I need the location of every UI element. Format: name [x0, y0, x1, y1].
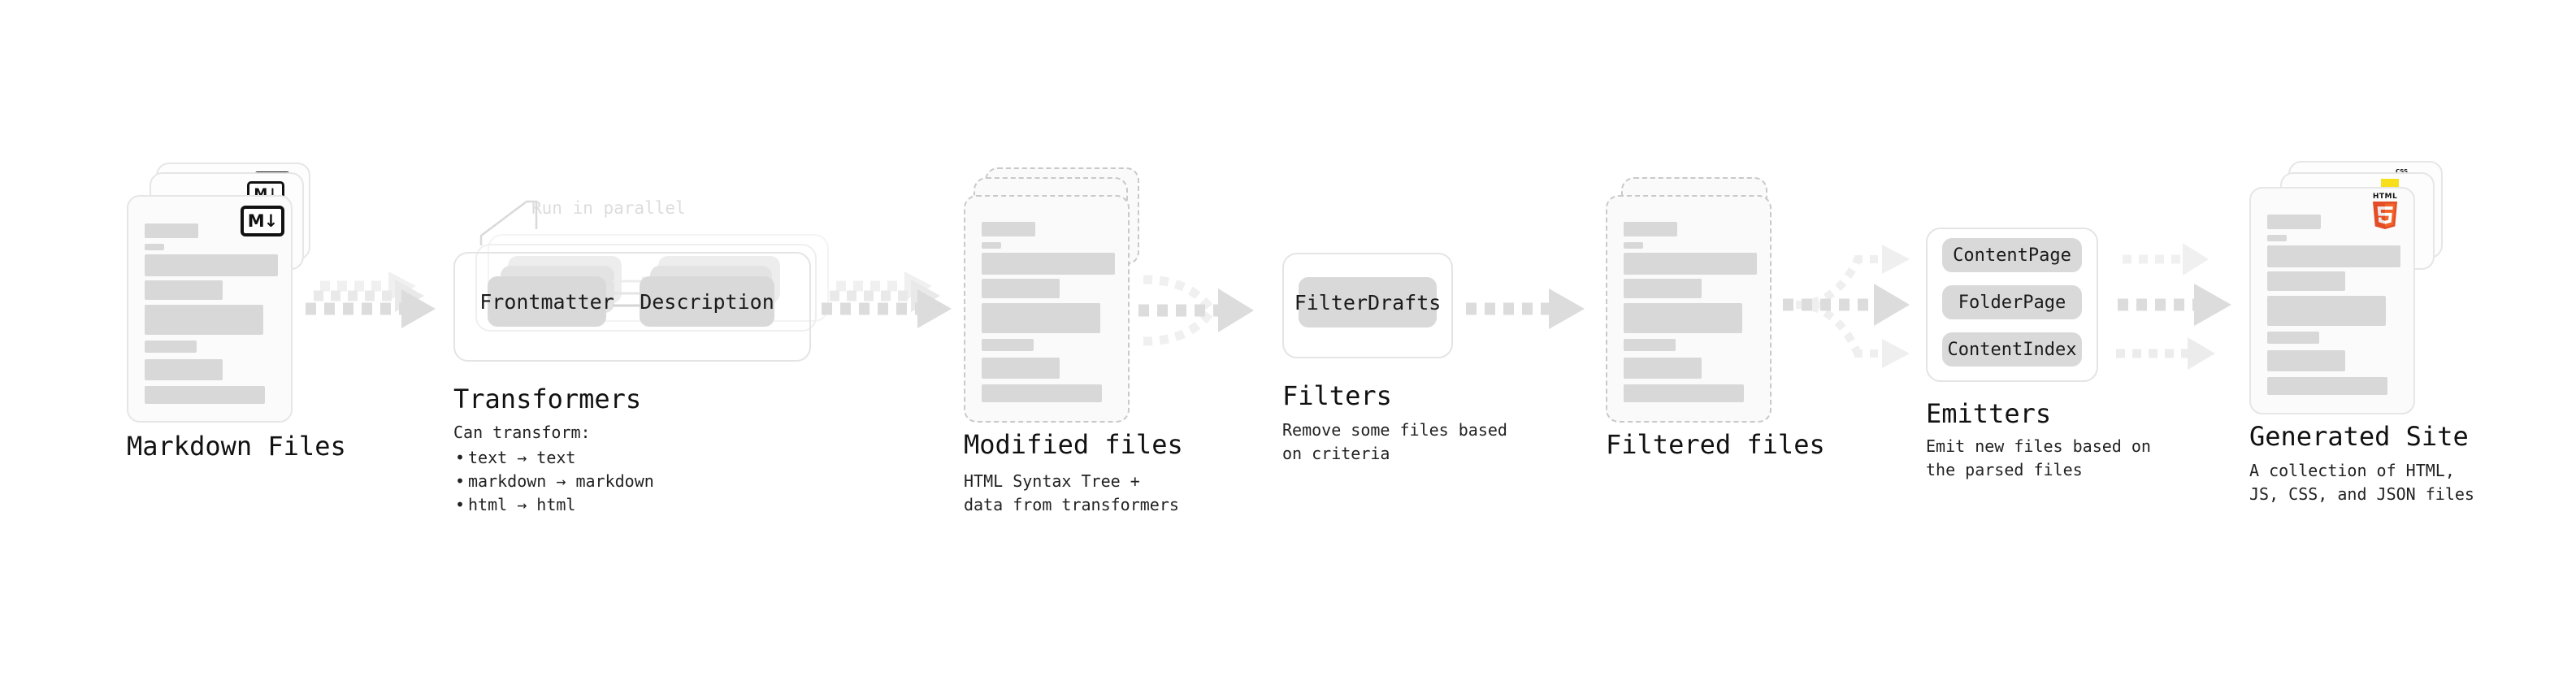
doc-bar: [1624, 339, 1676, 351]
doc-bar: [1624, 242, 1643, 249]
doc-bar: [2267, 215, 2321, 229]
stage-title-transformers: Transformers: [453, 384, 642, 414]
stage-title-filters: Filters: [1282, 380, 1392, 411]
transformers-bullet-item: markdown → markdown: [455, 470, 654, 493]
stage-desc-emitters: Emit new files based on the parsed files: [1926, 436, 2151, 479]
doc-bar: [2267, 332, 2319, 344]
stage-title-markdown-files: Markdown Files: [127, 431, 346, 462]
transformers-bullet-item: html → html: [455, 493, 654, 517]
transformer-chip-frontmatter[interactable]: Frontmatter: [479, 276, 614, 327]
doc-bar: [982, 222, 1035, 236]
connector-filtered-to-emitters: [1783, 245, 1910, 368]
doc-bar: [145, 254, 278, 276]
doc-bar: [982, 253, 1115, 275]
doc-bar: [145, 244, 164, 250]
doc-bar: [145, 340, 197, 353]
doc-bar: [1624, 222, 1677, 236]
stage-desc-filters: Remove some files based on criteria: [1282, 420, 1507, 463]
run-in-parallel-label: Run in parallel: [531, 198, 686, 218]
doc-bar: [145, 359, 223, 380]
doc-bar: [2267, 296, 2386, 326]
doc-bar: [2267, 245, 2400, 267]
transformers-bullet-item: text → text: [455, 446, 654, 470]
stage-title-generated-site: Generated Site: [2249, 421, 2469, 452]
doc-bar: [145, 280, 223, 300]
css-badge-label: CSS: [2395, 168, 2409, 175]
doc-bar: [982, 242, 1001, 249]
stage-title-modified-files: Modified files: [964, 429, 1183, 460]
markdown-icon: M↓: [241, 206, 284, 236]
emitter-chip-contentindex[interactable]: ContentIndex: [1942, 332, 2082, 367]
filter-chip-filterdrafts[interactable]: FilterDrafts: [1295, 277, 1441, 327]
doc-bar: [2267, 235, 2287, 241]
doc-bar: [982, 339, 1034, 351]
stage-desc-generated-site: A collection of HTML, JS, CSS, and JSON …: [2249, 461, 2474, 504]
doc-bar: [2267, 271, 2345, 291]
doc-bar: [1624, 253, 1757, 275]
connector-filters-to-filtered: [1466, 288, 1585, 329]
doc-bar: [145, 305, 263, 335]
doc-bar: [145, 223, 198, 238]
html5-icon-label: HTML: [2372, 193, 2398, 201]
html5-icon: HTML: [2371, 193, 2399, 229]
stage-desc-modified-files: HTML Syntax Tree + data from transformer…: [964, 471, 1179, 514]
doc-bar: [1624, 279, 1702, 298]
doc-bar: [2267, 377, 2387, 395]
connector-emitters-to-site: [2116, 243, 2231, 370]
transformers-group-back-1: [475, 244, 817, 332]
transformers-group: [453, 252, 811, 362]
doc-bar: [1624, 384, 1744, 402]
connector-md-to-transformers: [306, 271, 436, 328]
connector-modified-to-filters: [1138, 275, 1254, 346]
run-in-parallel-bracket: [479, 200, 538, 245]
stage-title-filtered-files: Filtered files: [1606, 429, 1825, 460]
stage-title-emitters: Emitters: [1926, 398, 2052, 429]
doc-bar: [2267, 350, 2345, 371]
emitter-chip-folderpage[interactable]: FolderPage: [1942, 285, 2082, 319]
doc-bar: [982, 303, 1100, 333]
connector-transformers-to-modified: [822, 271, 952, 328]
doc-bar: [982, 279, 1060, 298]
emitter-chip-contentpage[interactable]: ContentPage: [1942, 238, 2082, 272]
doc-bar: [145, 386, 265, 404]
doc-bar: [982, 384, 1102, 402]
doc-bar: [982, 358, 1060, 379]
transformers-bullets: Can transform: text → text markdown → ma…: [453, 421, 654, 517]
doc-bar: [1624, 303, 1742, 333]
transformer-chip-description[interactable]: Description: [640, 276, 774, 327]
transformers-bullets-label: Can transform:: [453, 423, 591, 442]
doc-bar: [1624, 358, 1702, 379]
